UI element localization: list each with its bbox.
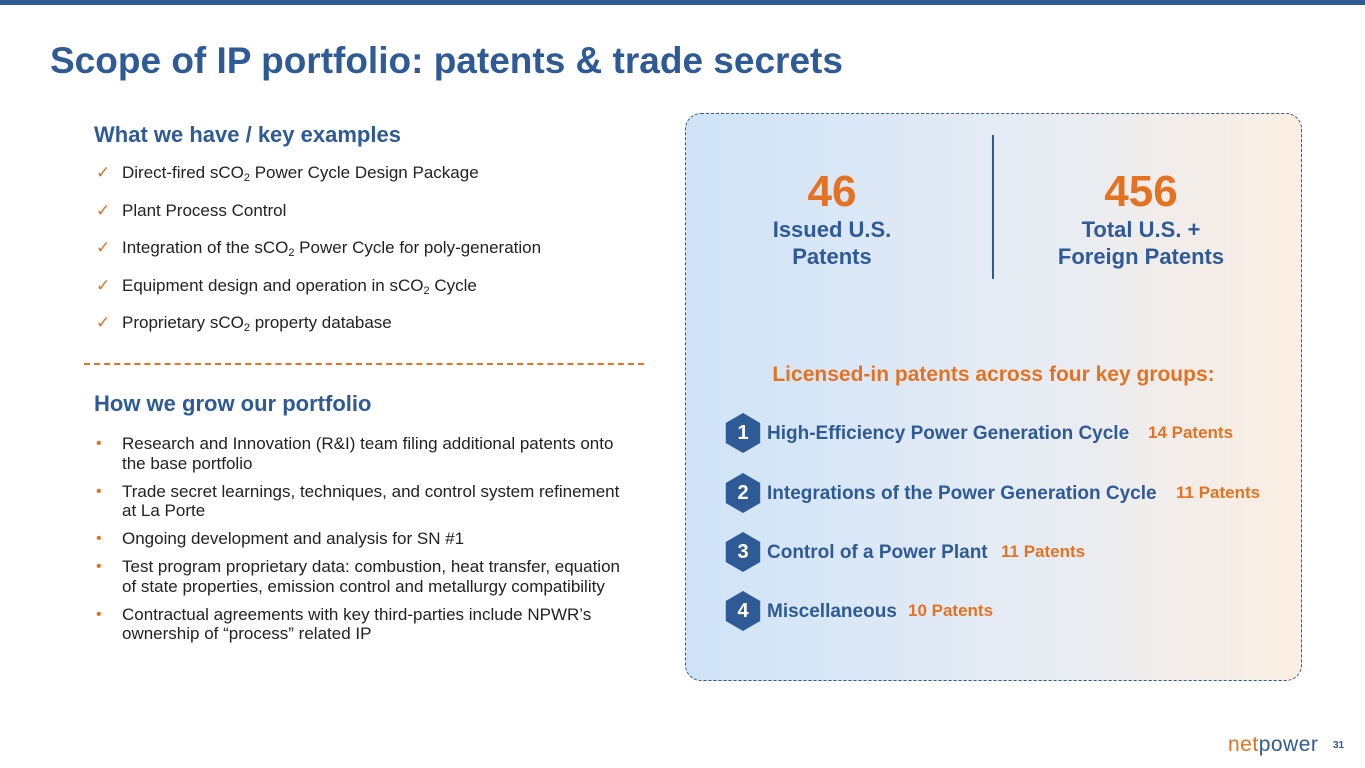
growth-list: •Research and Innovation (R&I) team fili… [96,434,636,652]
netpower-logo: netpower [1228,733,1319,756]
group-count: 11 Patents [1001,542,1086,561]
bullet-icon: • [96,482,102,500]
bullet-icon: • [96,435,102,452]
group-name: Control of a Power Plant [767,542,988,563]
page-title: Scope of IP portfolio: patents & trade s… [50,40,843,81]
list-item: •Test program proprietary data: combusti… [96,557,620,596]
list-item: •Ongoing development and analysis for SN… [96,529,465,548]
check-icon: ✓ [96,313,111,332]
stat-value: 456 [1104,167,1178,216]
check-icon: ✓ [96,238,111,257]
check-icon: ✓ [96,275,111,295]
list-item: ✓Proprietary sCO2 property database [96,313,392,334]
group-count: 11 Patents [1176,483,1261,502]
stat-label: Total U.S. + [1081,217,1201,242]
section-title-how-we-grow: How we grow our portfolio [94,391,372,416]
list-item: ✓Integration of the sCO2 Power Cycle for… [96,238,542,259]
total-patents-stat: 456 Total U.S. + Foreign Patents [1021,168,1261,270]
stat-label: Foreign Patents [1057,244,1225,269]
list-item: ✓Equipment design and operation in sCO2 … [96,275,477,297]
group-name: Miscellaneous [767,601,897,622]
stat-value: 46 [807,167,857,216]
stat-label: Patents [792,244,872,269]
group-count: 14 Patents [1148,423,1234,442]
hexagon-number-icon: 4 [725,591,761,631]
hexagon-number-icon: 3 [725,532,761,572]
group-name: High-Efficiency Power Generation Cycle [767,423,1130,444]
bullet-icon: • [96,530,102,547]
section-title-what-we-have: What we have / key examples [94,122,401,147]
stat-divider [992,135,994,279]
page-number: 31 [1333,740,1345,751]
check-icon: ✓ [96,200,111,220]
list-item: ✓Direct-fired sCO2 Power Cycle Design Pa… [96,163,479,184]
top-accent-bar [0,0,1365,5]
group-name: Integrations of the Power Generation Cyc… [767,483,1157,504]
group-count: 10 Patents [908,601,994,620]
list-item: •Research and Innovation (R&I) team fili… [96,434,614,473]
list-item: ✓Plant Process Control [96,200,287,220]
check-icon: ✓ [96,163,111,182]
issued-us-patents-stat: 46 Issued U.S. Patents [732,168,932,270]
section-divider [84,363,644,365]
key-examples-list: ✓Direct-fired sCO2 Power Cycle Design Pa… [96,163,656,351]
stat-label: Issued U.S. [772,217,892,242]
list-item: •Contractual agreements with key third-p… [96,604,592,644]
bullet-icon: • [96,558,102,575]
licensed-patents-heading: Licensed-in patents across four key grou… [772,363,1215,386]
bullet-icon: • [96,605,102,623]
list-item: •Trade secret learnings, techniques, and… [96,481,620,521]
